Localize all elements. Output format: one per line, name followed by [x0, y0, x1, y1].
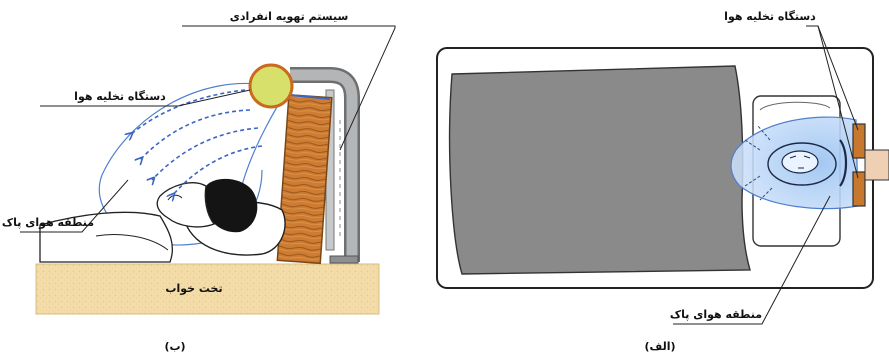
label-air-exhaust-device-right: دستگاه تخلیه هوا — [724, 10, 816, 23]
panel-a: دستگاه تخلیه هوا منطقه هوای پاک (الف) — [436, 10, 889, 353]
leader-lines-left — [20, 25, 396, 233]
ventilation-duct — [290, 67, 360, 264]
person-top-view — [744, 125, 848, 201]
label-clean-air-zone-right: منطقه هوای پاک — [670, 308, 762, 321]
label-individual-ventilation-system: سیستم تهویه انفرادی — [230, 10, 349, 23]
headboard — [276, 93, 333, 265]
air-exhaust-device — [248, 63, 294, 109]
caption-panel-b: (ب) — [164, 340, 185, 353]
bed-mattress — [35, 263, 380, 315]
label-air-exhaust-device-left: دستگاه تخلیه هوا — [74, 90, 166, 103]
panel-b: سیستم تهویه انفرادی دستگاه تخلیه هوا منط… — [2, 10, 396, 353]
blanket — [448, 65, 751, 275]
caption-panel-a: (الف) — [644, 340, 675, 353]
label-bed: تخت خواب — [165, 282, 222, 295]
air-exhaust-devices-top-view — [852, 123, 889, 207]
label-clean-air-zone-left: منطقه هوای پاک — [2, 216, 94, 229]
leader-lines-right — [673, 25, 859, 325]
